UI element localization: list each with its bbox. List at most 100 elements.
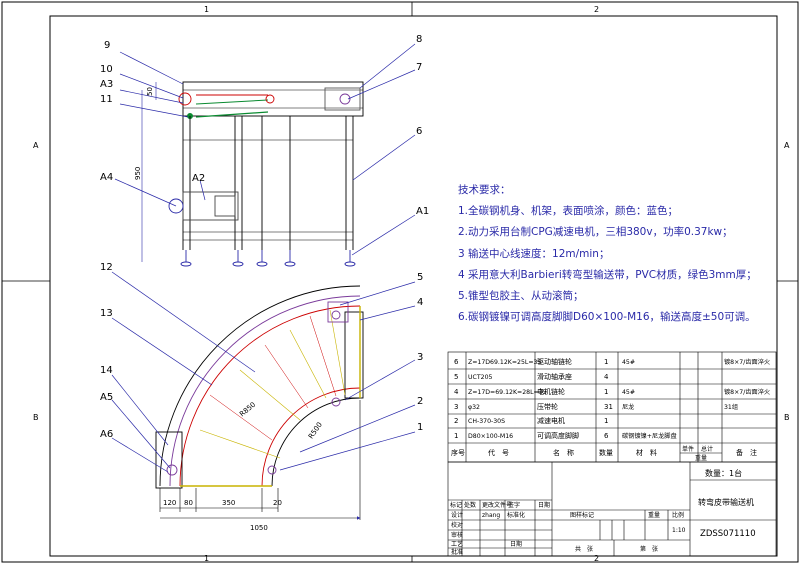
zone-col-2-bottom: 2 — [594, 554, 599, 563]
parts-cell-code: Z=17D69.12K=25L=35 — [468, 359, 541, 366]
scale-label: 比例 — [672, 511, 684, 519]
callout-6: 6 — [416, 126, 422, 137]
reviewer-label: 审核 — [451, 531, 463, 539]
plan-leaders — [111, 271, 416, 473]
dim-50: 50 — [146, 87, 154, 96]
callout-a3: A3 — [100, 79, 113, 90]
rev-date: 日期 — [538, 501, 550, 509]
standardization-label: 标准化 — [507, 511, 525, 519]
approver-label: 批准 — [451, 548, 463, 556]
drawing-name: 转弯皮带输送机 — [698, 497, 754, 507]
parts-cell-seq: 4 — [454, 388, 459, 396]
stage-label: 图样标记 — [570, 511, 594, 519]
weight-label: 重量 — [648, 511, 660, 519]
dim-80: 80 — [184, 499, 193, 507]
dim-20: 20 — [273, 499, 282, 507]
callout-a6: A6 — [100, 429, 113, 440]
parts-cell-material: 尼龙 — [622, 403, 634, 411]
requirement-3: 3 输送中心线速度：12m/min； — [458, 247, 610, 260]
technical-requirements: 技术要求： 1.全碳钢机身、机架，表面喷涂，颜色：蓝色； 2.动力采用台制CPG… — [458, 180, 788, 328]
zone-col-1-bottom: 1 — [204, 554, 209, 563]
parts-cell-name: 可调高度脚脚 — [537, 431, 579, 440]
parts-cell-name: 驱动轴链轮 — [537, 357, 572, 366]
parts-cell-seq: 2 — [454, 417, 458, 425]
quantity-label: 数量：1台 — [705, 468, 742, 478]
drawing-number: ZDSS071110 — [700, 529, 756, 539]
callout-11: 11 — [100, 94, 113, 105]
parts-cell-code: UCT205 — [468, 374, 493, 381]
rev-sign: 签字 — [508, 501, 520, 509]
process-label: 工艺 — [451, 540, 463, 548]
parts-cell-seq: 1 — [454, 432, 458, 440]
parts-cell-material: 碳钢镀镍+尼龙脚盘 — [622, 432, 677, 440]
callout-13: 13 — [100, 308, 113, 319]
requirement-4: 4 采用意大利Barbieri转弯型输送带，PVC材质，绿色3mm厚； — [458, 268, 757, 281]
callout-7: 7 — [416, 62, 422, 73]
parts-cell-code: Z=17D=69.12K=28L=35 — [468, 389, 547, 396]
callout-a4: A4 — [100, 172, 113, 183]
parts-cell-qty: 31 — [604, 403, 613, 411]
callout-2: 2 — [417, 396, 423, 407]
zone-col-2-top: 2 — [594, 5, 599, 14]
zone-row-b-left: B — [33, 413, 39, 422]
elevation-view — [141, 81, 364, 267]
requirement-5: 5.锥型包胶主、从动滚筒； — [458, 290, 584, 303]
rev-mark: 标记 — [450, 501, 462, 509]
parts-cell-qty: 1 — [604, 358, 608, 366]
parts-header-weight: 重量 — [695, 454, 707, 462]
rev-count: 处数 — [464, 501, 476, 509]
parts-cell-note: 31组 — [724, 403, 738, 411]
callout-5: 5 — [417, 272, 423, 283]
parts-cell-seq: 3 — [454, 403, 458, 411]
callout-14: 14 — [100, 365, 113, 376]
zone-markers: 1 2 1 2 A B A B — [33, 5, 790, 563]
parts-cell-code: φ32 — [468, 404, 480, 411]
elevation-dimensions: 950 50 — [134, 87, 154, 180]
zone-row-b-right: B — [784, 413, 790, 422]
title-block-main: 数量：1台 转弯皮带输送机 ZDSS071110 — [698, 468, 756, 539]
parts-cell-qty: 1 — [604, 417, 608, 425]
parts-cell-name: 滑动轴承座 — [537, 372, 572, 381]
parts-cell-name: 压带轮 — [537, 402, 558, 411]
parts-cell-name: 减速电机 — [537, 416, 565, 425]
callout-9: 9 — [104, 40, 110, 51]
callout-1: 1 — [417, 422, 423, 433]
checker-label: 校对 — [451, 521, 463, 529]
parts-cell-note: 镀8×7/齿面淬火 — [724, 388, 770, 396]
parts-cell-note: 镀8×7/齿面淬火 — [724, 358, 770, 366]
requirement-2: 2.动力采用台制CPG减速电机，三相380v，功率0.37kw； — [458, 226, 733, 239]
title-block-grid — [447, 461, 777, 557]
plan-view — [155, 285, 364, 520]
parts-list-grid — [447, 351, 777, 463]
callout-10: 10 — [100, 64, 113, 75]
callout-a5: A5 — [100, 392, 113, 403]
parts-cell-seq: 6 — [454, 358, 459, 366]
requirement-6: 6.碳钢镀镍可调高度脚脚D60×100-M16，输送高度±50可调。 — [458, 311, 756, 324]
rev-doc: 更改文件号 — [482, 501, 512, 509]
dim-350: 350 — [222, 499, 235, 507]
date-label: 日期 — [510, 540, 522, 548]
dim-1050: 1050 — [250, 524, 268, 532]
elevation-leaders — [114, 43, 416, 256]
elevation-callouts: 9 10 A3 11 A4 A2 8 7 6 A1 — [100, 34, 429, 217]
callout-a1: A1 — [416, 206, 429, 217]
zone-col-1-top: 1 — [204, 5, 209, 14]
parts-cell-code: CH-370-30S — [468, 418, 505, 425]
scale-value: 1:10 — [672, 527, 686, 534]
parts-header-unit-weight: 单件 — [682, 445, 694, 453]
parts-header-qty: 数量 — [599, 448, 613, 457]
parts-header-seq: 序号 — [451, 448, 465, 457]
sheet-total: 共 张 — [575, 545, 593, 553]
callout-a2: A2 — [192, 173, 205, 184]
parts-cell-qty: 1 — [604, 388, 608, 396]
parts-cell-qty: 6 — [604, 432, 609, 440]
dim-950: 950 — [134, 167, 142, 180]
parts-cell-code: D80×100-M16 — [468, 433, 513, 440]
parts-cell-material: 45# — [622, 389, 635, 396]
parts-header-note: 备 注 — [736, 448, 757, 457]
dim-r850: R850 — [238, 401, 257, 419]
callout-4: 4 — [417, 297, 423, 308]
parts-header-material: 材 料 — [636, 448, 657, 457]
